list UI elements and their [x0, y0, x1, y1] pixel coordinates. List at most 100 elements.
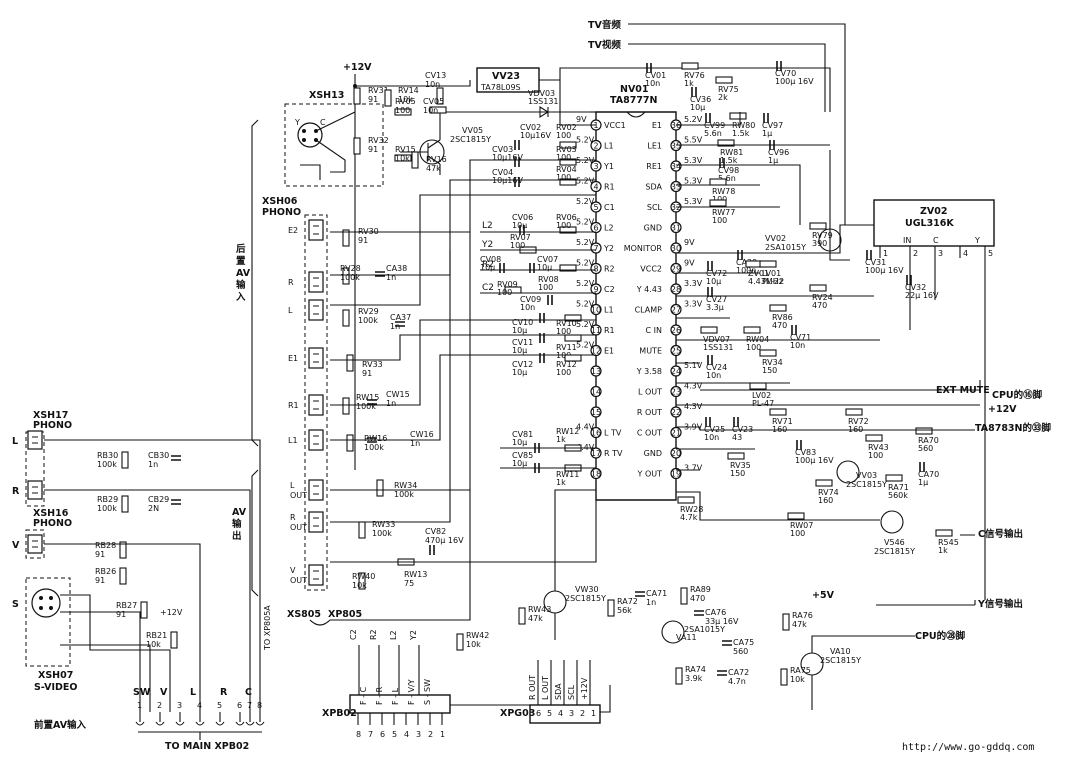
rear-jack-label-1: R [288, 278, 294, 287]
val-r545: 1k [938, 546, 948, 555]
val-cb29: 2N [148, 504, 159, 513]
cap-cv23 [733, 417, 739, 427]
val-cv36: 10μ [690, 103, 705, 112]
ic-pin-33 [670, 180, 682, 193]
ref-rv43: RV43 [868, 443, 889, 452]
ic-pin-label-28: Y 4.43 [636, 285, 662, 294]
main-pin-num-5: 5 [217, 701, 222, 710]
res-rv33 [346, 354, 354, 372]
rear-jack-label-5: L1 [288, 436, 298, 445]
ic-pin-label-23: L OUT [638, 388, 662, 397]
val-rv35: 150 [730, 469, 745, 478]
ref-ra72: RA72 [617, 597, 638, 606]
ic-right-voltage-36: 5.2V [684, 115, 703, 124]
ic-pin-num-27: 27 [671, 306, 681, 315]
val-rv10: 100 [556, 327, 571, 336]
xpg03-label-2: SDA [554, 683, 563, 700]
cap-cv70 [776, 61, 782, 71]
ref-cv81: CV81 [512, 430, 533, 439]
rear-jack-5 [308, 429, 324, 451]
ic-left-voltage-8: 5.2V [576, 259, 595, 268]
ref-rw15: RW15 [356, 393, 379, 402]
ref-cv12: CV12 [512, 360, 533, 369]
xp805-label: XP805 [328, 609, 362, 620]
rear-jack-label-3: E1 [288, 354, 298, 363]
c-out-label: C信号输出 [978, 528, 1023, 540]
val-rv31: 91 [368, 95, 378, 104]
val-ca38: 1n [386, 273, 396, 282]
ic-pin-label-30: MONITOR [624, 244, 663, 253]
ref-rw13: RW13 [404, 570, 427, 579]
val-rv08: 100 [538, 283, 553, 292]
ref-rv14: RV14 [398, 86, 419, 95]
val-ca37: 1n [390, 322, 400, 331]
val-rw11: 1k [556, 478, 566, 487]
ic-pin-label-34: RE1 [646, 162, 662, 171]
val-rw28: 4.7k [680, 513, 698, 522]
ic-pin-num-14: 14 [591, 388, 601, 397]
xpg03-pin-4: 4 [558, 709, 563, 718]
xsh17-label: XSH17 [33, 410, 68, 421]
transistor-va11 [661, 620, 685, 644]
res-rv71 [769, 408, 787, 416]
val-rv33: 91 [362, 369, 372, 378]
av-out-c2: 输 [232, 518, 242, 530]
res-rv28 [342, 267, 350, 285]
xpb02-wire-2: L2 [389, 630, 398, 640]
xpb02-pin-5: 5 [392, 730, 397, 739]
res-rv32 [353, 137, 361, 155]
cpu-28-label: CPU的㉘脚 [915, 630, 966, 642]
zv02-name: ZV02 [920, 206, 947, 217]
val-rb26: 91 [95, 576, 105, 585]
ic-pin-label-10: L1 [604, 306, 614, 315]
ref-rv24: RV24 [812, 293, 833, 302]
ref-rw81: RW81 [720, 148, 743, 157]
res-rv24 [809, 284, 827, 292]
ref-lv01: LV01 [762, 269, 781, 278]
main-pin-label-4: C [245, 687, 252, 698]
ic-right-voltage-19: 3.7V [684, 464, 703, 473]
res-rw16 [346, 434, 354, 452]
val-rv32: 91 [368, 145, 378, 154]
xpb02-label: XPB02 [322, 708, 357, 719]
ref-cv13: CV13 [425, 71, 446, 80]
ref-rv05: RV05 [395, 97, 416, 106]
res-rb28 [119, 541, 127, 559]
xpg03-pin-6: 6 [536, 709, 541, 718]
res-ra75 [780, 668, 788, 686]
ref-cb30: CB30 [148, 451, 169, 460]
xpb02-pin-6: 6 [380, 730, 385, 739]
val-rv76: 1k [684, 79, 694, 88]
vv03-area: VV03 2SC1815Y [836, 460, 887, 489]
xs805-label: XS805 [287, 609, 321, 620]
ic-left-voltage-9: 5.2V [576, 279, 595, 288]
cap-cv36 [691, 87, 697, 97]
val-rw34: 100k [394, 490, 414, 499]
ref-rv79: RV79 [812, 231, 833, 240]
ic-pin-num-23: 23 [671, 388, 681, 397]
val-rv34: 150 [762, 366, 777, 375]
ref-cv04: CV04 [492, 168, 513, 177]
ic-left-voltage-5: 5.2V [576, 197, 595, 206]
vdv03-label: VDV03 [528, 89, 555, 98]
res-rv05 [394, 108, 412, 116]
zv02-pin-num-3: 4 [963, 249, 968, 258]
front-jack-label-0: L [12, 436, 18, 447]
ref-rv16: RV16 [426, 155, 447, 164]
cap-ca29 [737, 250, 743, 260]
cap-cv08 [499, 263, 505, 273]
ic-left-voltage-12: 5.2V [576, 341, 595, 350]
rear-jack-8 [308, 564, 324, 586]
val-cw15: 1n [386, 399, 396, 408]
val-cv32: 22μ 16V [905, 291, 939, 300]
front-jack-label-3: S [12, 599, 19, 610]
val-rb29: 100k [97, 504, 117, 513]
ref-rv71: RV71 [772, 417, 793, 426]
xsh13-pin-c: C [320, 118, 326, 127]
res-rw40 [358, 572, 366, 590]
val-rw80: 1.5k [732, 129, 750, 138]
xpb02-connector [349, 694, 451, 714]
rear-jack-label-7-b: OUT [290, 523, 307, 532]
